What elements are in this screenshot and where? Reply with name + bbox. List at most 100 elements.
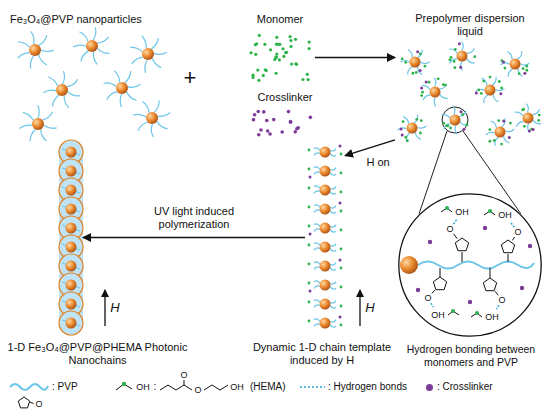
- monomer-dot: [308, 282, 311, 285]
- illustration-parts: [18, 27, 541, 335]
- crosslinker-dot: [309, 176, 312, 179]
- monomer-dot: [442, 122, 445, 125]
- fe3o4-sphere: [400, 256, 418, 274]
- pvp-chain: [495, 89, 504, 91]
- label: O: [498, 296, 505, 305]
- monomer-dot: [488, 128, 491, 131]
- pvp-chain: [52, 95, 59, 106]
- pvp-chain: [314, 319, 320, 321]
- monomer-dot: [428, 81, 431, 84]
- pvp-chain: [152, 58, 161, 67]
- monomer-dot: [340, 248, 343, 251]
- pvp-chain: [330, 173, 336, 175]
- pvp-chain: [18, 42, 30, 48]
- crosslinker-dot: [252, 118, 256, 122]
- pvp-chain: [330, 263, 336, 265]
- monomer-dot: [475, 311, 479, 315]
- monomer-dot: [284, 51, 287, 54]
- monomer-dot: [262, 74, 265, 77]
- crosslinker-dot: [339, 259, 342, 262]
- stage-region: Fe₃O₄@PVP nanoparticles: [10, 30, 175, 140]
- monomer-dot: [258, 34, 261, 37]
- pvp-chain: [314, 286, 320, 288]
- pvp-chain: [441, 115, 449, 118]
- pvp-chain: [459, 111, 466, 117]
- monomer-dot: [285, 51, 288, 54]
- monomer-dot: [411, 72, 414, 75]
- bond: [30, 402, 34, 404]
- zoom-outline-circle: [399, 194, 541, 336]
- fe3o4-sphere: [66, 318, 77, 329]
- crosslinker-dot: [309, 290, 312, 293]
- pvp-chain: [330, 301, 336, 303]
- monomer-dot: [525, 69, 528, 72]
- crosslinker-dot: [425, 81, 428, 84]
- monomer-dot: [497, 119, 500, 122]
- pvp-chain: [107, 92, 117, 100]
- monomer-dot: [275, 52, 278, 55]
- pvp-chain: [520, 63, 529, 65]
- pvp-chain: [314, 300, 320, 302]
- crosslinker-dot: [272, 118, 276, 122]
- fe3o4-sphere: [66, 223, 77, 234]
- monomer-dot: [340, 324, 343, 327]
- fe3o4-sphere: [86, 40, 98, 52]
- label: OH: [498, 211, 512, 220]
- pvp-chain: [476, 89, 485, 91]
- crosslinker-dot: [400, 128, 403, 131]
- pvp-chain: [314, 262, 320, 264]
- monomer-dot: [274, 55, 277, 58]
- monomer-dot: [265, 69, 268, 72]
- pvp-chain: [157, 121, 168, 128]
- pvp-chain: [128, 84, 141, 87]
- label: OH: [485, 313, 499, 322]
- pvp-chain: [408, 49, 413, 57]
- crosslinker-dot: [528, 244, 532, 248]
- zoom-outline: [398, 193, 542, 337]
- pvp-chain: [330, 268, 336, 270]
- monomer-dot: [406, 139, 409, 142]
- monomer-dot: [415, 118, 418, 121]
- legend-text: : Crosslinker: [437, 381, 493, 393]
- pvp-chain: [114, 71, 119, 83]
- monomer-dot: [488, 209, 492, 213]
- monomer-dot: [522, 67, 525, 70]
- pvp-chain: [23, 112, 33, 120]
- process-arrow: [83, 237, 305, 239]
- pvp-chain: [440, 94, 448, 98]
- pvp-chain: [48, 77, 58, 86]
- monomer-dot: [294, 62, 297, 65]
- pvp-chain: [330, 244, 336, 246]
- pvp-chain: [97, 37, 108, 43]
- pvp-chain: [398, 128, 407, 130]
- hema-glyph: [160, 385, 192, 390]
- monomer-dot: [445, 206, 449, 210]
- pvp-chain: [151, 124, 153, 137]
- monomer-dot: [454, 48, 457, 51]
- pvp-chain: [79, 32, 88, 42]
- pvp-chain: [138, 122, 148, 131]
- crosslinker-dot: [309, 233, 312, 236]
- pvp-chain: [93, 27, 96, 40]
- monomer-dot: [447, 124, 450, 127]
- pvp-chain: [158, 113, 170, 117]
- fe3o4-sphere: [320, 147, 331, 158]
- pvp-chain: [132, 57, 143, 64]
- hydrogen-bond: [497, 305, 499, 309]
- monomer-dot: [340, 305, 343, 308]
- pvp-chain: [30, 129, 35, 141]
- monomer-dot: [340, 172, 343, 175]
- monomer-dot: [522, 108, 525, 111]
- crosslinker-dot: [266, 129, 270, 133]
- pvp-chain: [31, 31, 34, 44]
- pvp-chain: [501, 63, 510, 65]
- stage-region: Monomer: [245, 30, 315, 85]
- bond: [440, 268, 441, 277]
- crosslinker-dot: [468, 300, 472, 304]
- crosslinker-dot: [523, 72, 526, 75]
- pvp-chain: [492, 77, 496, 85]
- monomer-dot: [255, 42, 258, 45]
- pyrrolidone-ring: [455, 238, 468, 251]
- pvp-chain: [18, 53, 30, 59]
- crosslinker-dot: [287, 110, 291, 114]
